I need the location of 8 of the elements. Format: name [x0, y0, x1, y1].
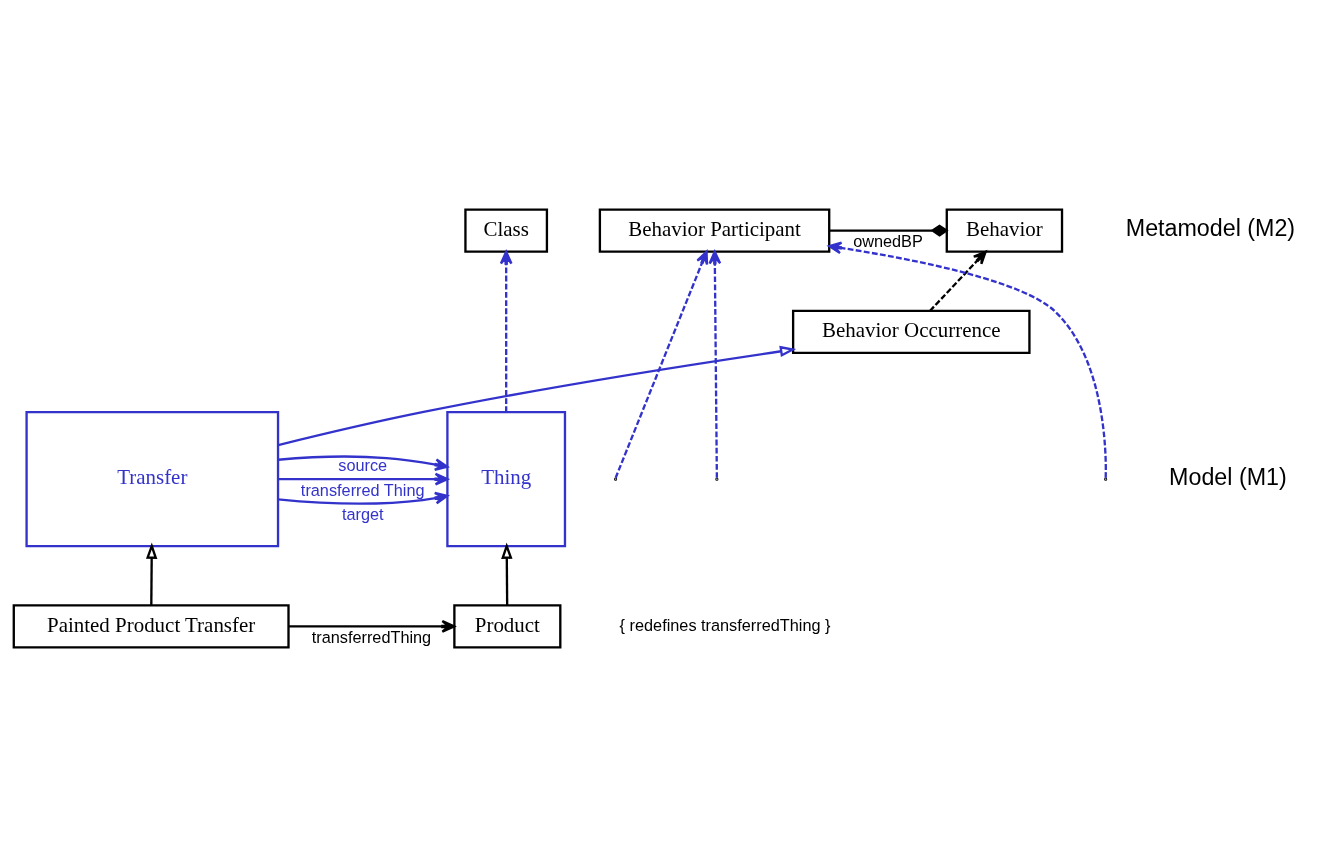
edge-label: target	[341, 504, 384, 523]
edge-label: transferred Thing	[300, 480, 425, 499]
edge-label: transferredThing	[311, 627, 432, 646]
edge-label: source	[338, 455, 388, 474]
label: { redefines transferredThing }	[619, 615, 831, 634]
label: Model (M1)	[1169, 463, 1287, 490]
edge-label: ownedBP	[853, 231, 923, 250]
label: Metamodel (M2)	[1125, 214, 1296, 241]
